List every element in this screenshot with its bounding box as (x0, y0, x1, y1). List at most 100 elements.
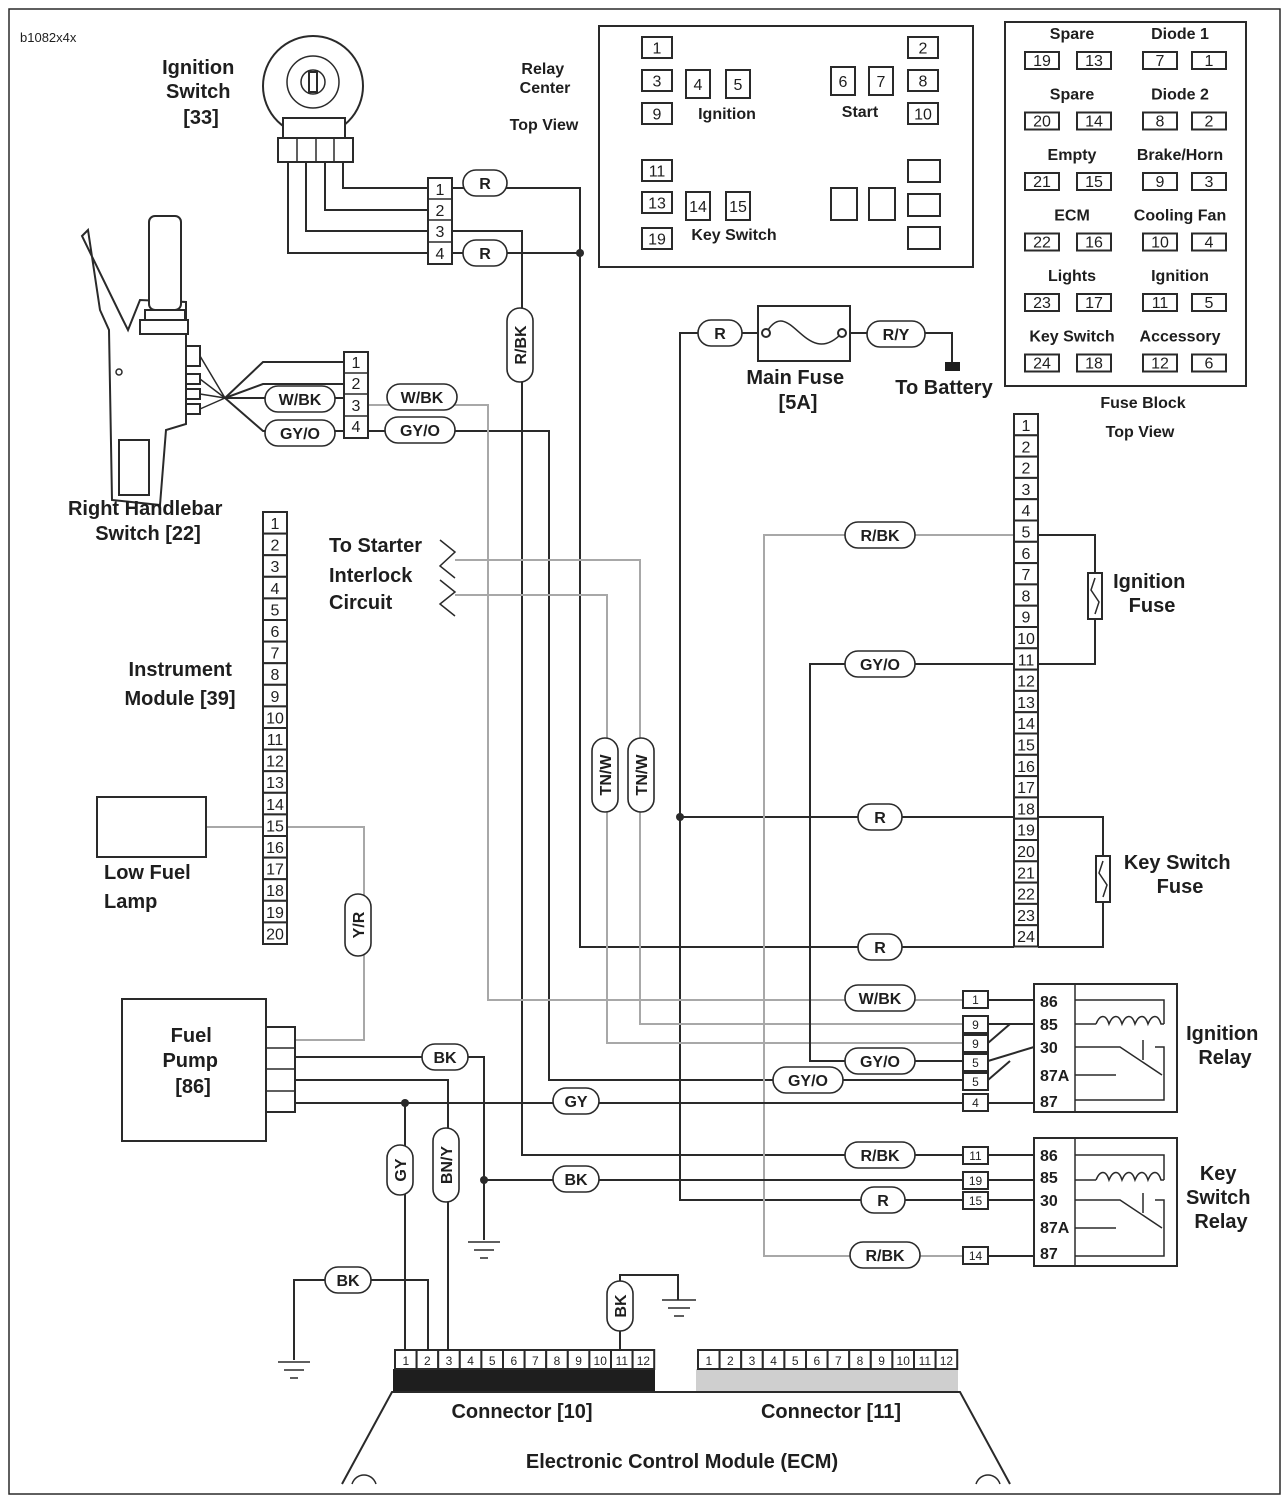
starter-break-1 (438, 539, 457, 579)
instrument-pin: 17 (266, 862, 284, 879)
instrument-pin: 3 (271, 559, 280, 576)
wire-color-text: BK (433, 1050, 457, 1067)
ecm-pin: 2 (727, 1354, 734, 1368)
ecm-pin: 9 (878, 1354, 885, 1368)
low-fuel-lamp-label-l2: Lamp (104, 891, 157, 913)
wire-color-text: R (479, 246, 491, 263)
relay-cell: 10 (907, 102, 939, 125)
relay-cell-number: 13 (648, 196, 666, 213)
fuse-number: 2 (1205, 114, 1214, 131)
ground-symbols (278, 1241, 696, 1379)
fuse-number: 18 (1085, 356, 1103, 373)
relay-cell-number: 7 (877, 74, 886, 91)
handlebar-connector: 1 2 3 4 (343, 351, 369, 439)
wire-color-text: R/Y (883, 327, 910, 344)
wire-color-label: Y/R (344, 893, 372, 957)
main-connector-pin: 18 (1017, 801, 1035, 818)
ecm (341, 1391, 1011, 1485)
ecm-pin: 12 (637, 1354, 651, 1368)
fuse-number: 17 (1085, 295, 1103, 312)
fuse-group-label: Accessory (1140, 329, 1221, 346)
instrument-pin: 2 (271, 538, 280, 555)
wire-color-label: GY/O (772, 1066, 844, 1094)
relay-cell-number: 10 (914, 107, 932, 124)
main-connector-pin: 9 (1022, 610, 1031, 627)
key-switch-relay-pin: 15 (969, 1194, 983, 1208)
key-switch-fuse (1095, 855, 1111, 903)
fuse-group-label: Lights (1048, 268, 1096, 285)
key-switch-relay-terminal: 30 (1040, 1193, 1058, 1210)
instrument-pin: 1 (271, 516, 280, 533)
fuse-number: 4 (1205, 235, 1214, 252)
instrument-pin: 10 (266, 710, 284, 727)
ecm-pin: 6 (813, 1354, 820, 1368)
relay-cell-number: 14 (689, 199, 707, 216)
fuse-group-label: ECM (1054, 208, 1090, 225)
key-switch-fuse-label: Key Switch Fuse (1124, 852, 1236, 898)
wire-color-label: R/BK (849, 1241, 921, 1269)
wire-color-label: GY/O (844, 1047, 916, 1075)
ignition-relay-label: Ignition Relay (1186, 1023, 1264, 1069)
instrument-pin: 13 (266, 775, 284, 792)
relay-cell-number: 8 (919, 74, 928, 91)
ecm-pin: 3 (446, 1354, 453, 1368)
fuse-number: 21 (1033, 174, 1051, 191)
wire-color-label: R/BK (844, 521, 916, 549)
battery-label: To Battery (895, 377, 993, 399)
ecm-pin: 7 (835, 1354, 842, 1368)
wire-color-label: W/BK (264, 385, 336, 413)
key-switch-fuse-label-l2: Fuse (1157, 876, 1204, 898)
relay-cell: 19 (641, 227, 673, 250)
key-switch-relay-pin: 14 (969, 1249, 983, 1263)
ecm-pin: 11 (919, 1354, 932, 1368)
relay-center-key-switch: Key Switch (691, 227, 776, 244)
instrument-pin: 7 (271, 646, 280, 663)
fuse-number: 15 (1085, 174, 1103, 191)
instrument-pin: 16 (266, 840, 284, 857)
main-fuse (757, 305, 851, 362)
fuel-pump-label-l1: Fuel (171, 1025, 212, 1047)
fuse-block (1004, 21, 1247, 387)
wire-color-label: GY (552, 1087, 600, 1115)
fuse-group-label: Spare (1050, 26, 1095, 43)
wire-color-label: GY/O (384, 416, 456, 444)
wire-color-label: R/BK (506, 307, 534, 383)
fuse-number: 19 (1033, 53, 1051, 70)
wire-color-text: W/BK (859, 991, 902, 1008)
ignition-fuse-label: Ignition Fuse (1113, 571, 1191, 617)
ecm-pin: 8 (857, 1354, 864, 1368)
fuse-number: 11 (1152, 295, 1169, 312)
relay-center-label: Relay Center (520, 61, 571, 97)
wire-color-text: GY/O (860, 657, 900, 674)
relay-cell: 6 (830, 66, 856, 96)
relay-cell-number: 9 (653, 107, 662, 124)
ignition-relay-terminal: 85 (1040, 1017, 1058, 1034)
connector-11-label: Connector [11] (761, 1401, 901, 1423)
ignition-fuse-label-l1: Ignition (1113, 571, 1185, 593)
fuse-number: 6 (1205, 356, 1214, 373)
relay-cell: 1 (641, 36, 673, 59)
main-connector-pin: 21 (1017, 865, 1035, 882)
main-connector-pin: 15 (1017, 738, 1035, 755)
fuse-block-label: Fuse Block (1100, 395, 1185, 412)
key-switch-relay-label: Key Switch Relay (1186, 1163, 1256, 1233)
ignition-relay-terminal: 87A (1040, 1068, 1070, 1085)
relay-cell-number: 6 (839, 74, 848, 91)
instrument-pin: 20 (266, 926, 284, 943)
key-switch-relay-terminal: 86 (1040, 1148, 1058, 1165)
relay-cell-number: 2 (919, 41, 928, 58)
wire-color-label: BK (421, 1043, 469, 1071)
instrument-pin: 15 (266, 818, 284, 835)
instrument-pin: 11 (267, 732, 284, 749)
right-handlebar-switch-label: Right Handlebar Switch [22] (68, 498, 228, 545)
main-connector-pin: 6 (1022, 546, 1031, 563)
wire-color-label: GY/O (844, 650, 916, 678)
wire-color-text: GY/O (400, 423, 440, 440)
main-connector-pin: 7 (1022, 567, 1031, 584)
